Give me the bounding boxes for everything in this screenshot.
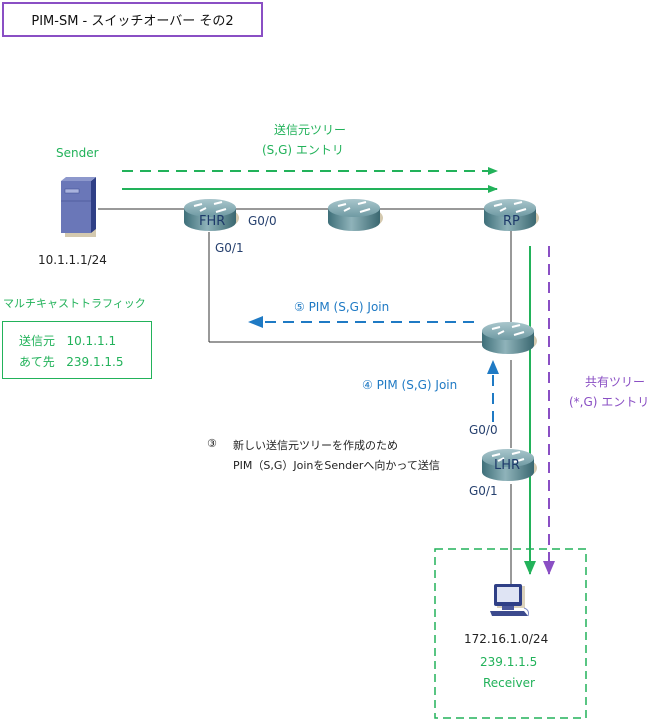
fhr-g00-label: G0/0 xyxy=(248,214,277,228)
step3-number: ③ xyxy=(207,437,217,450)
source-tree-label-line1: 送信元ツリー xyxy=(274,123,347,137)
step3-line2: PIM（S,G）JoinをSenderへ向かって送信 xyxy=(233,459,440,472)
traffic-source-label: 送信元 xyxy=(19,334,56,348)
traffic-dest-value: 239.1.1.5 xyxy=(66,355,124,369)
source-tree-label-line2: (S,G) エントリ xyxy=(262,143,344,157)
traffic-source-value: 10.1.1.1 xyxy=(66,334,117,348)
fhr-label: FHR xyxy=(199,214,226,229)
lhr-label: LHR xyxy=(494,458,521,473)
step5-label: ⑤ PIM (S,G) Join xyxy=(294,300,390,314)
fhr-g01-label: G0/1 xyxy=(215,241,244,255)
receiver-label: Receiver xyxy=(483,676,535,690)
traffic-dest-row: あて先 239.1.1.5 xyxy=(19,353,123,370)
receiver-group: 239.1.1.5 xyxy=(480,655,538,669)
sender-ip: 10.1.1.1/24 xyxy=(38,253,107,267)
multicast-traffic-heading: マルチキャストトラフィック xyxy=(3,297,146,310)
diagram-title-text: PIM-SM - スイッチオーバー その2 xyxy=(31,14,234,29)
step3-line1: 新しい送信元ツリーを作成のため xyxy=(233,439,398,452)
sender-server-icon[interactable] xyxy=(61,177,96,237)
sender-label: Sender xyxy=(56,146,99,160)
intermediate-router-icon[interactable] xyxy=(481,321,538,355)
lhr-g01-label: G0/1 xyxy=(469,484,498,498)
receiver-segment-box xyxy=(434,548,587,719)
traffic-dest-label: あて先 xyxy=(19,355,55,369)
shared-tree-label-line2: (*,G) エントリ xyxy=(569,395,650,409)
multicast-traffic-box: 送信元 10.1.1.1 あて先 239.1.1.5 xyxy=(2,321,152,379)
receiver-pc-icon[interactable] xyxy=(490,584,529,617)
diagram-title: PIM-SM - スイッチオーバー その2 xyxy=(2,2,263,37)
traffic-source-row: 送信元 10.1.1.1 xyxy=(19,332,116,349)
rp-label: RP xyxy=(503,214,520,229)
receiver-network: 172.16.1.0/24 xyxy=(464,632,549,646)
middle-router-icon[interactable] xyxy=(327,198,384,232)
step4-label: ④ PIM (S,G) Join xyxy=(362,378,458,392)
step4-arrowhead xyxy=(487,360,499,374)
step5-arrowhead xyxy=(248,316,263,328)
shared-tree-label-line1: 共有ツリー xyxy=(585,375,646,389)
lhr-g00-label: G0/0 xyxy=(469,423,498,437)
